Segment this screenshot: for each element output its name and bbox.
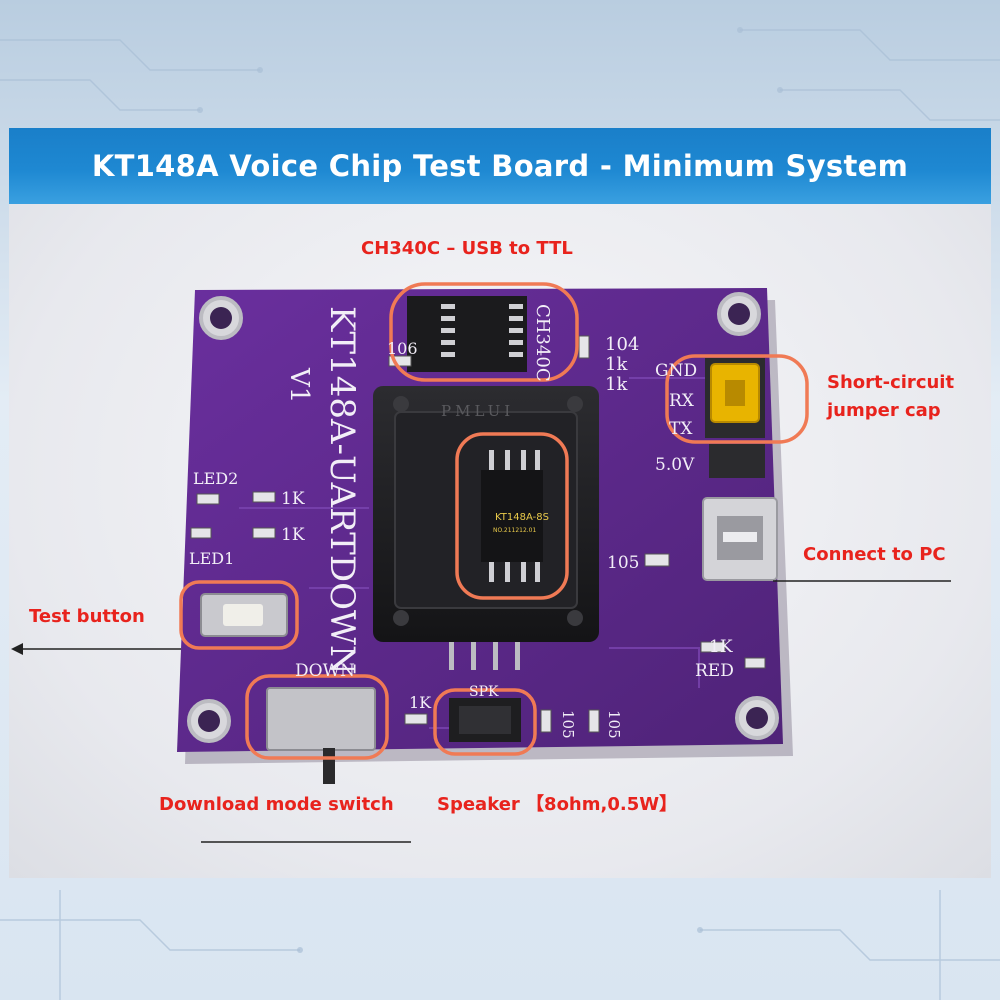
silk-version: V1	[284, 367, 314, 403]
silk-104: 104	[605, 334, 639, 355]
highlight-test-button	[179, 580, 299, 650]
socket-brand: PMLUI	[441, 402, 514, 420]
silk-gnd: GND	[655, 361, 697, 381]
silk-1k-b: 1k	[605, 374, 628, 395]
silk-1k-led1: 1K	[281, 525, 305, 545]
label-test-button: Test button	[29, 606, 145, 627]
silk-106: 106	[387, 339, 418, 358]
highlight-speaker	[433, 688, 537, 756]
silk-1k-down: 1K	[409, 693, 432, 712]
silk-ch340: CH340C	[532, 304, 553, 382]
silk-led1: LED1	[189, 549, 234, 568]
label-connect-pc: Connect to PC	[803, 544, 946, 565]
chip-name: KT148A-8S	[495, 512, 549, 523]
silk-spk: SPK	[469, 684, 499, 700]
silk-1k-a: 1k	[605, 354, 628, 375]
mounting-holes	[187, 292, 779, 743]
silk-rx: RX	[669, 391, 695, 411]
label-ch340c: CH340C – USB to TTL	[361, 238, 573, 259]
highlight-switch	[245, 674, 389, 760]
silk-down: DOWN	[295, 661, 355, 681]
silk-105-mid: 105	[607, 553, 639, 573]
label-speaker: Speaker 【8ohm,0.5W】	[437, 794, 678, 815]
silk-1k-led2: 1K	[281, 489, 305, 509]
kt148a-chip	[481, 470, 543, 562]
silk-red: RED	[695, 661, 734, 681]
pcb-board-illustration: KT148A-UARTDOWN V1 CH340C 106 104 1k 1k …	[11, 282, 951, 843]
silk-board-name: KT148A-UARTDOWN	[322, 306, 362, 675]
silk-105-b: 105	[605, 710, 623, 739]
highlight-ch340c	[389, 282, 579, 382]
silk-led2: LED2	[193, 469, 238, 488]
silk-5v: 5.0V	[655, 455, 695, 475]
product-panel: KT148A Voice Chip Test Board - Minimum S…	[9, 128, 991, 878]
download-mode-switch	[266, 687, 376, 751]
highlight-jumper	[665, 354, 809, 444]
silk-105-a: 105	[559, 710, 577, 739]
label-download-switch: Download mode switch	[159, 794, 394, 815]
ch340c-chip	[407, 296, 527, 372]
title-bar: KT148A Voice Chip Test Board - Minimum S…	[9, 128, 991, 204]
label-jumper-line1: Short-circuit	[827, 372, 955, 393]
silk-1k-red: 1K	[709, 637, 733, 657]
arrowhead-icon	[11, 643, 23, 655]
chip-code: NO.211212.01	[493, 527, 537, 534]
label-jumper-line2: jumper cap	[827, 400, 941, 421]
page-title: KT148A Voice Chip Test Board - Minimum S…	[91, 149, 909, 183]
highlight-chip	[455, 432, 569, 600]
silk-tx: TX	[669, 419, 693, 439]
